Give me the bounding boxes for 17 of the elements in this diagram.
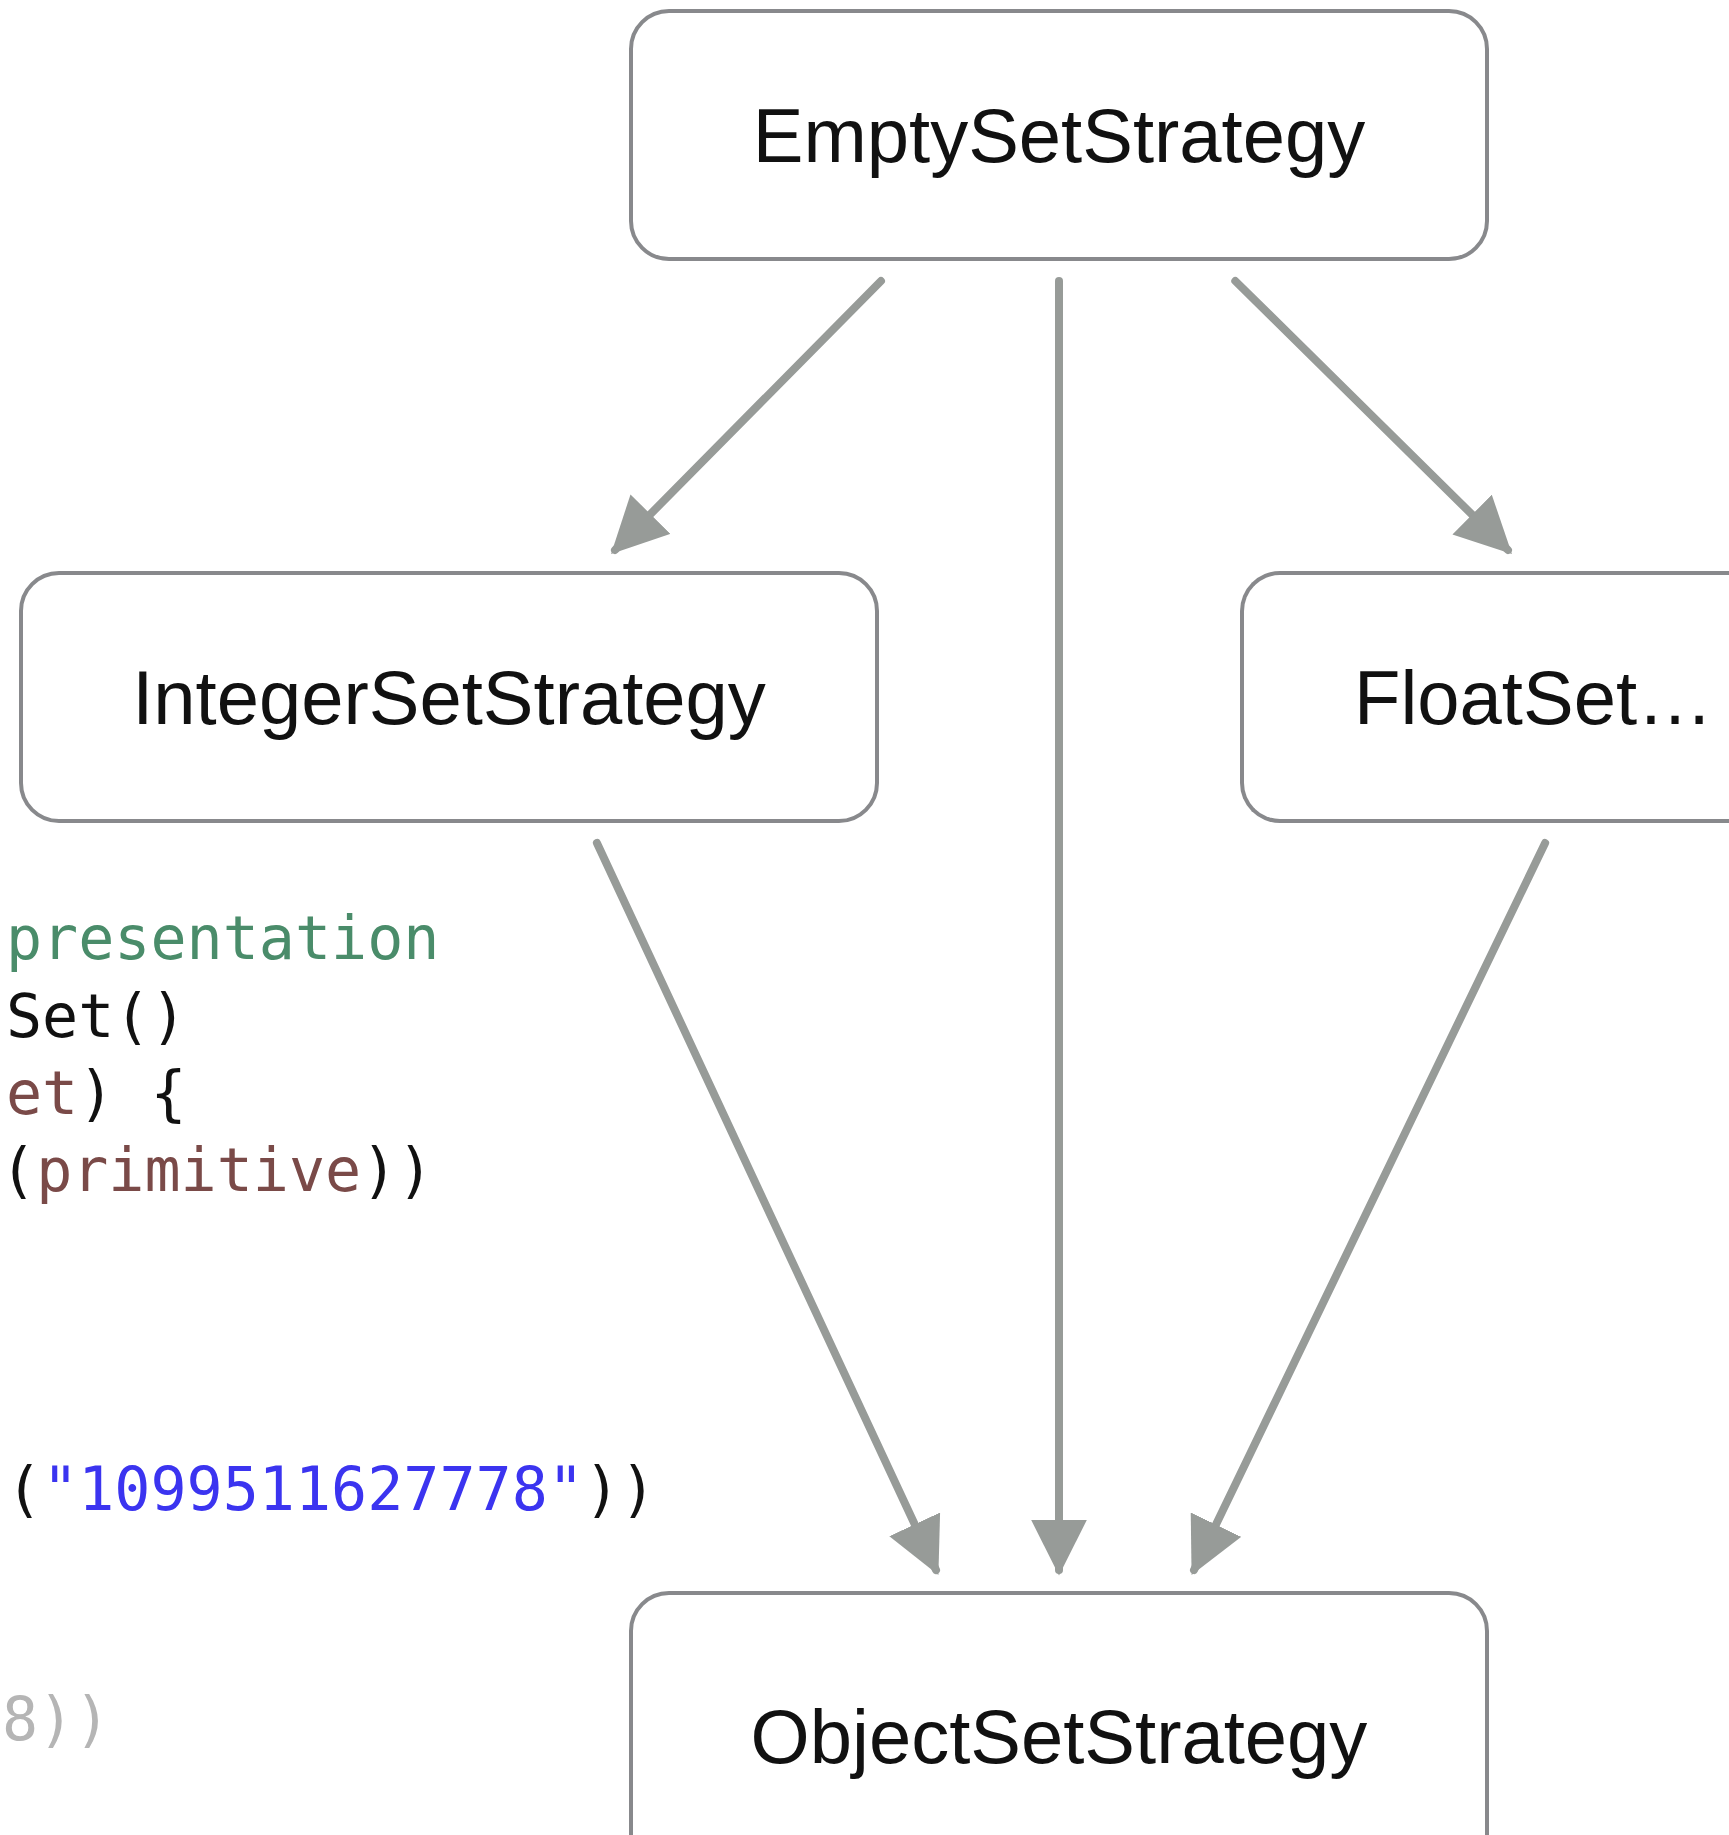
class-box [19,571,879,823]
arrow [611,277,885,554]
class-box [1240,571,1729,823]
arrow [1031,277,1087,1576]
code-line: et) { [6,1063,187,1123]
class-name: FloatSet… [1354,653,1714,741]
class-box [629,9,1489,261]
arrow [1190,839,1550,1576]
code-line: Set() [6,986,187,1046]
arrow [592,839,941,1576]
class-name: IntegerSetStrategy [132,653,766,741]
class-box [629,1591,1489,1835]
class-name: EmptySetStrategy [752,91,1366,179]
code-line: ("1099511627778")) [6,1459,657,1519]
code-line: 8)) [2,1689,111,1749]
class-name: ObjectSetStrategy [750,1692,1368,1780]
arrow [1231,277,1512,554]
